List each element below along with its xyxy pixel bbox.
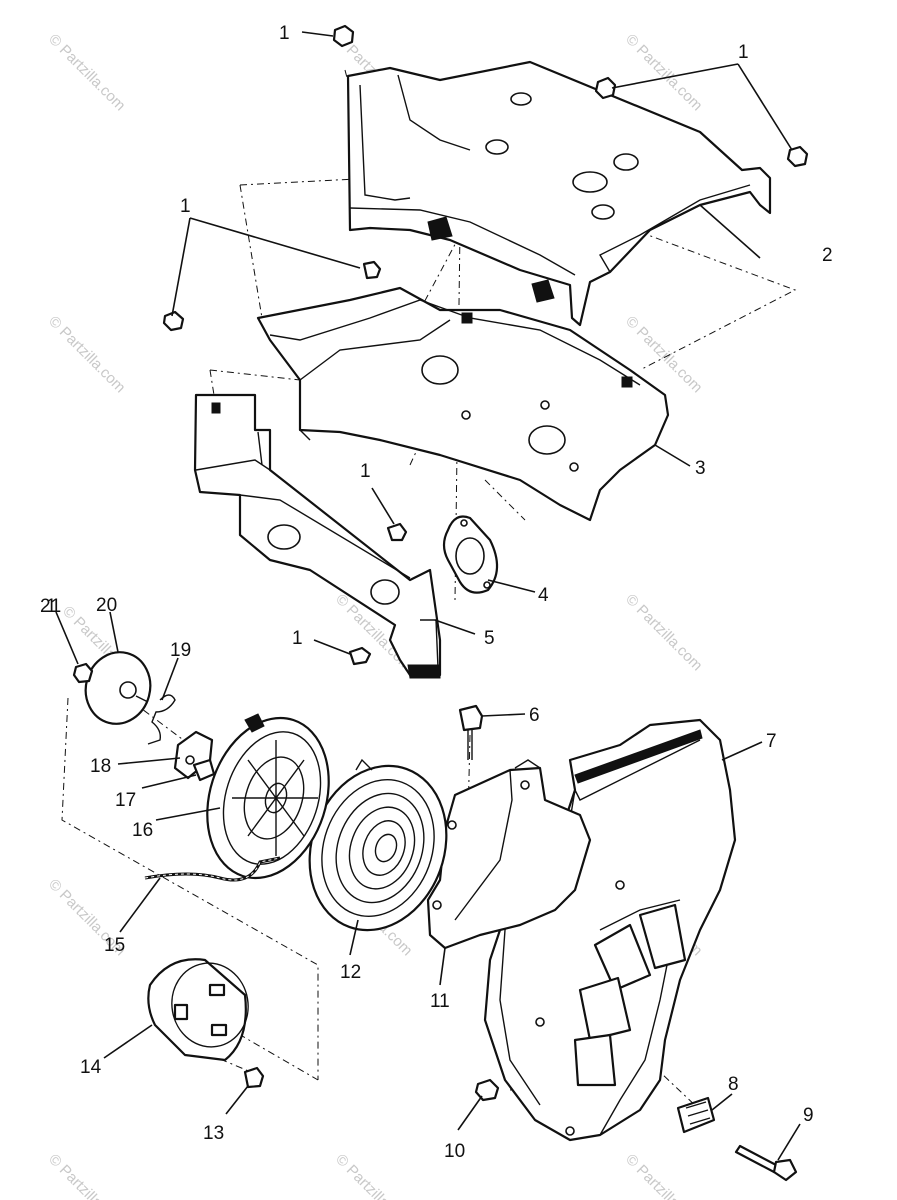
callout-8: 8 xyxy=(728,1074,739,1095)
callout-14: 14 xyxy=(80,1057,102,1078)
pawl-parts xyxy=(173,730,216,782)
bolt-9 xyxy=(734,1144,798,1182)
callout-1: 1 xyxy=(360,461,371,482)
callout-16: 16 xyxy=(132,820,153,841)
recoil-reel xyxy=(206,713,330,880)
fan-housing xyxy=(483,718,737,1142)
callout-1: 1 xyxy=(180,196,191,217)
callout-12: 12 xyxy=(340,962,361,983)
callout-20: 20 xyxy=(96,595,117,616)
callout-1: 1 xyxy=(292,628,303,649)
leader-lines xyxy=(55,31,801,1161)
engine-mount-bracket xyxy=(256,286,670,522)
callout-13: 13 xyxy=(203,1123,224,1144)
watermark: © Partzilla.com xyxy=(622,591,705,674)
gasket xyxy=(442,515,499,594)
watermark: © Partzilla.com xyxy=(332,1151,415,1200)
callout-15: 15 xyxy=(104,935,125,956)
nut-21 xyxy=(72,662,94,684)
insert-8 xyxy=(676,1096,716,1134)
callout-18: 18 xyxy=(90,756,111,777)
watermark: © Partzilla.com xyxy=(622,1151,705,1200)
bolt-6 xyxy=(458,704,484,760)
callout-1: 1 xyxy=(738,42,749,63)
callout-5: 5 xyxy=(484,628,495,649)
screw-13 xyxy=(243,1066,265,1089)
lower-side-bracket xyxy=(193,393,442,679)
spring-clip xyxy=(147,694,176,745)
callout-21: 21 xyxy=(40,596,61,617)
upper-mount-plate xyxy=(346,60,772,327)
starter-handle-cup xyxy=(147,958,249,1062)
watermark: © Partzilla.com xyxy=(45,31,128,114)
nuts-and-bolts xyxy=(162,24,809,666)
watermark: © Partzilla.com xyxy=(45,1151,128,1200)
callout-4: 4 xyxy=(538,585,549,606)
callout-7: 7 xyxy=(766,731,777,752)
watermark: © Partzilla.com xyxy=(45,313,128,396)
callout-1: 1 xyxy=(46,596,57,617)
callout-10: 10 xyxy=(444,1141,465,1162)
starter-bracket xyxy=(426,759,592,950)
callout-1: 1 xyxy=(279,23,290,44)
callout-6: 6 xyxy=(529,705,540,726)
starter-rope xyxy=(144,856,281,882)
callout-19: 19 xyxy=(170,640,191,661)
callout-3: 3 xyxy=(695,458,706,479)
callout-2: 2 xyxy=(822,245,833,266)
cover-plate xyxy=(84,651,152,725)
callout-17: 17 xyxy=(115,790,136,811)
nut-10 xyxy=(474,1078,500,1102)
callouts: 1 1 1 1 1 1 2 3 4 5 6 7 8 9 10 11 12 13 … xyxy=(40,23,833,1162)
callout-9: 9 xyxy=(803,1105,814,1126)
callout-11: 11 xyxy=(430,991,450,1012)
